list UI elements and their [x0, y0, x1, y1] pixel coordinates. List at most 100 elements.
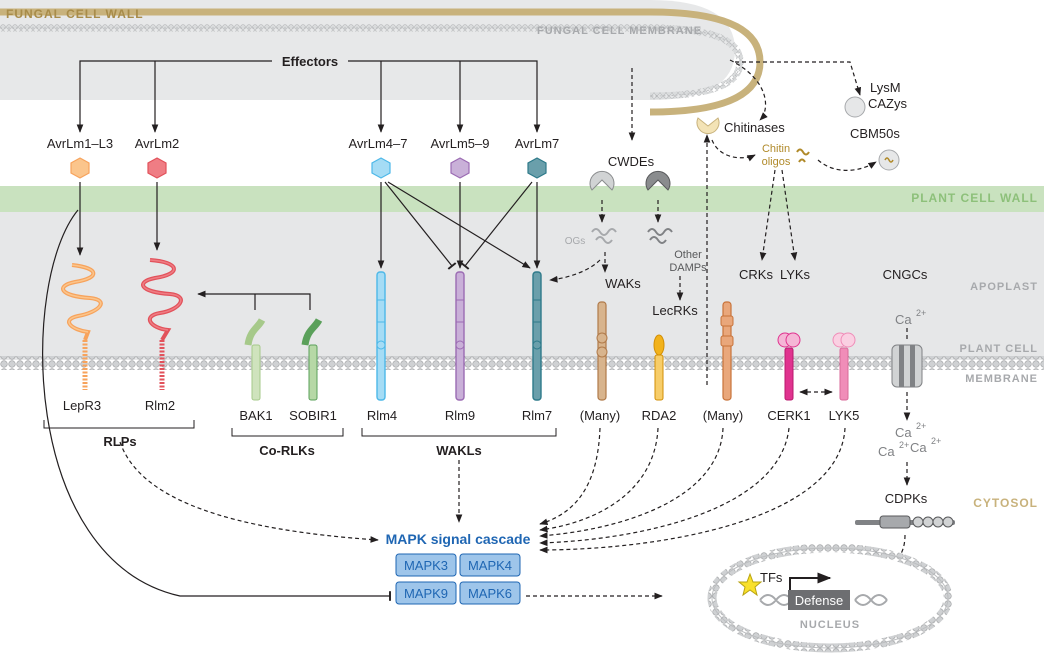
inhibit-avrlm4-to-rlm9 — [384, 181, 457, 270]
rlm2-receptor — [141, 258, 183, 390]
dash-rda2-to-mapk — [539, 427, 659, 533]
chitin-oligos-squiggle-icon — [796, 148, 810, 163]
ca-cytosol-charge-2: 2+ — [899, 440, 909, 450]
ogs-label: OGs — [565, 236, 586, 247]
damps-squiggle-icon — [647, 228, 673, 244]
lyk5-receptor — [832, 332, 856, 401]
avrlm1-l3-hexagon — [70, 157, 90, 179]
rlm4-receptor — [376, 271, 386, 401]
plant-cell-wall-label: PLANT CELL WALL — [911, 191, 1038, 205]
other-damps-label-1: Other — [674, 249, 702, 261]
transcription-arrow — [789, 572, 832, 590]
many-2-label: (Many) — [703, 408, 743, 423]
cdpks-label: CDPKs — [885, 491, 928, 506]
mapk3-box: MAPK3 — [395, 553, 457, 577]
cerk1-label: CERK1 — [767, 408, 810, 423]
rda2-label: RDA2 — [642, 408, 677, 423]
mapk6-box: MAPK6 — [459, 581, 521, 605]
chitin-oligos-label-1: Chitin — [762, 143, 790, 155]
rlm7-label: Rlm7 — [522, 408, 552, 423]
lecrks-label: LecRKs — [652, 303, 698, 318]
mapk3-label: MAPK3 — [404, 558, 448, 573]
dna-right-icon — [854, 594, 888, 606]
waks-label: WAKs — [605, 276, 641, 291]
ca-apoplast-charge: 2+ — [916, 308, 926, 318]
cdpk-protein — [855, 515, 955, 529]
ca-cytosol-charge-1: 2+ — [916, 421, 926, 431]
wakls-bracket — [361, 428, 557, 437]
fungal-cell-membrane-outline — [0, 27, 741, 97]
many-wak-receptor — [596, 301, 608, 401]
sobir1-label: SOBIR1 — [289, 408, 337, 423]
cerk1-receptor — [777, 332, 801, 401]
dash-cerk1-to-mapk — [539, 427, 790, 547]
co-rlk-arrow-to-rlps — [198, 294, 311, 310]
avrlm2-label: AvrLm2 — [135, 136, 180, 151]
defense-label: Defense — [795, 593, 843, 608]
sobir1-receptor — [301, 318, 323, 401]
ca-cytosol-label-2: Ca — [878, 444, 895, 459]
lyk5-label: LYK5 — [829, 408, 860, 423]
nucleus-label: NUCLEUS — [800, 619, 860, 631]
rlm2-label: Rlm2 — [145, 398, 175, 413]
dash-fungus-to-lysm — [735, 61, 862, 96]
dash-many2-to-mapk — [539, 427, 724, 539]
apoplast-band — [0, 210, 1044, 360]
rlm7-receptor — [532, 271, 542, 401]
dash-oligos-to-lyks — [781, 169, 798, 261]
plant-cell-membrane-label-2: MEMBRANE — [965, 373, 1038, 385]
plant-cell-wall-band — [0, 186, 1044, 212]
rda2-receptor — [653, 334, 665, 401]
avrlm7-hexagon — [527, 157, 547, 179]
plant-cell-membrane-label-1: PLANT CELL — [960, 343, 1038, 355]
avrlm1-l3-label: AvrLm1–L3 — [47, 136, 113, 151]
ca-cytosol-charge-3: 2+ — [931, 436, 941, 446]
mapk6-label: MAPK6 — [468, 586, 512, 601]
ca-cytosol-label-1: Ca — [895, 425, 912, 440]
lepr3-label: LepR3 — [63, 398, 101, 413]
other-damps-label-2: DAMPs — [669, 262, 707, 274]
mapk4-box: MAPK4 — [459, 553, 521, 577]
apoplast-label: APOPLAST — [970, 281, 1038, 293]
fungal-apoplast-space — [0, 100, 1044, 186]
arrow-avrlm4-to-rlm7 — [387, 181, 531, 269]
dash-fungal-wall-to-chitin — [729, 59, 768, 121]
wakls-label: WAKLs — [436, 443, 482, 458]
lepr3-receptor — [61, 263, 103, 390]
avrlm5-9-label: AvrLm5–9 — [430, 136, 489, 151]
cbm50-bound-chitin-icon — [884, 157, 894, 163]
rlps-bracket — [43, 420, 195, 429]
cwde-enzyme-icon-2 — [645, 170, 671, 191]
mapk9-box: MAPK9 — [395, 581, 457, 605]
cngcs-label: CNGCs — [883, 267, 928, 282]
chitinase-icon — [696, 117, 720, 135]
avrlm7-label: AvrLm7 — [515, 136, 560, 151]
cazys-label: CAZys — [868, 96, 908, 111]
lyks-label: LYKs — [780, 267, 811, 282]
bak1-label: BAK1 — [239, 408, 272, 423]
dash-rlps-to-mapk — [119, 441, 379, 543]
avrlm4-7-hexagon — [371, 157, 391, 179]
fungal-cell-wall-label: FUNGAL CELL WALL — [6, 7, 144, 21]
nucleus-envelope-outline — [711, 547, 949, 649]
cngc-channel — [891, 344, 923, 388]
co-rlks-bracket — [231, 428, 344, 437]
effector-arrow-avrlm1 — [76, 60, 272, 133]
dash-ogs-to-rlm7 — [549, 259, 601, 283]
dash-oligos-to-crks — [759, 169, 776, 261]
tfs-label: TFs — [760, 570, 783, 585]
avrlm4-7-label: AvrLm4–7 — [348, 136, 407, 151]
dash-lyk5-to-mapk — [539, 427, 846, 554]
plant-cell-membrane-band — [0, 356, 1044, 370]
inhibit-avrlm1-to-mapk9 — [41, 209, 391, 601]
crks-label: CRKs — [739, 267, 773, 282]
co-rlks-label: Co-RLKs — [259, 443, 315, 458]
rlps-label: RLPs — [103, 434, 136, 449]
avrlm2-hexagon — [147, 157, 167, 179]
mapk4-label: MAPK4 — [468, 558, 512, 573]
dash-many1-to-mapk — [539, 427, 601, 526]
ogs-squiggle-icon — [591, 228, 617, 244]
cwde-enzyme-icon-1 — [589, 170, 615, 191]
many-crk-receptor — [720, 301, 734, 401]
